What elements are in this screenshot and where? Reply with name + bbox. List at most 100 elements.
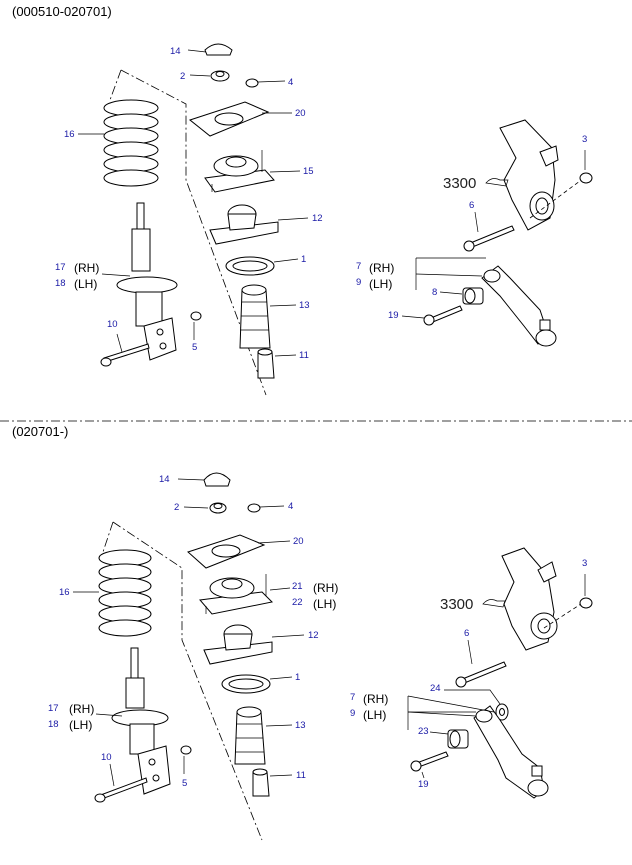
ref-3300: 3300 [443,175,476,192]
label-7-rh: (RH) [369,261,394,275]
label-18-lh-b: (LH) [69,718,92,732]
label-17-rh: (RH) [74,261,99,275]
label-13: 13 [299,300,310,311]
label-14: 14 [170,46,181,57]
bottom-section: 14 2 4 20 16 [48,472,593,841]
label-20-b: 20 [293,536,304,547]
label-17: 17 [55,262,66,273]
label-4-b: 4 [288,501,293,512]
lock-nut-part [209,502,227,514]
insulator-plate-part [187,534,266,569]
bump-stopper-part [257,348,275,379]
label-10: 10 [107,319,118,330]
arm-washer-part [495,703,509,721]
bearing-ring-part [225,256,275,276]
steering-knuckle-part [501,547,558,651]
label-21-rh: (RH) [313,581,338,595]
flange-nut-part [247,503,261,513]
knuckle-nut-part [579,172,593,184]
label-16: 16 [64,129,75,140]
dust-boot-part [239,284,271,349]
bushing-part [462,287,484,305]
ref-3300-b: 3300 [440,596,473,613]
lock-nut-part [210,70,230,82]
label-2-b: 2 [174,502,179,513]
section-header-top: (000510-020701) [12,4,112,19]
label-18: 18 [55,278,66,289]
strut-assembly-part [111,647,171,795]
knuckle-bolt-part [463,225,515,252]
label-9: 9 [356,277,361,288]
label-13-b: 13 [295,720,306,731]
label-17-rh-b: (RH) [69,702,94,716]
strut-mount-part [199,574,274,615]
label-10-b: 10 [101,752,112,763]
label-3-b: 3 [582,558,587,569]
label-21-b: 21 [292,581,303,592]
label-1: 1 [301,254,306,265]
strut-bolt-part [94,777,148,803]
strut-assembly-part [116,202,178,361]
label-16-b: 16 [59,587,70,598]
label-7-rh-b: (RH) [363,692,388,706]
bump-stopper-part [252,768,270,797]
dust-cap-part [203,472,231,487]
label-18-lh: (LH) [74,277,97,291]
label-20: 20 [295,108,306,119]
label-12-b: 12 [308,630,319,641]
label-11-b: 11 [296,770,306,781]
arm-bolt-part [410,751,449,772]
assembly-outline-bottom [112,521,263,841]
label-5: 5 [192,342,197,353]
label-7: 7 [356,261,361,272]
bearing-ring-part [221,674,271,694]
dust-cap-part [204,43,233,56]
label-6-b: 6 [464,628,469,639]
label-15: 15 [303,166,314,177]
label-9-b: 9 [350,708,355,719]
label-5-b: 5 [182,778,187,789]
dust-boot-part [234,706,266,765]
strut-mount-part [204,150,275,193]
label-1-b: 1 [295,672,300,683]
lower-arm-part [473,705,549,799]
top-section: 14 2 4 20 16 [55,43,593,396]
label-12: 12 [312,213,323,224]
label-14-b: 14 [159,474,170,485]
label-9-lh: (LH) [369,277,392,291]
spring-seat-part [209,204,279,245]
label-3: 3 [582,134,587,145]
label-22-b: 22 [292,597,303,608]
label-2: 2 [180,71,185,82]
label-11: 11 [299,350,309,361]
coil-spring-part [98,549,152,637]
label-23-b: 23 [418,726,429,737]
label-6: 6 [469,200,474,211]
spring-seat-part [203,624,273,665]
steering-knuckle-part [499,119,559,231]
strut-nut-part [190,311,202,321]
label-22-lh: (LH) [313,597,336,611]
strut-nut-part [180,745,192,755]
label-19-b: 19 [418,779,429,790]
label-8: 8 [432,287,437,298]
flange-nut-part [245,78,259,88]
knuckle-nut-part [579,597,593,609]
bushing-part [447,729,469,749]
label-17-b: 17 [48,703,59,714]
assembly-outline [120,69,267,396]
label-4: 4 [288,77,293,88]
coil-spring-part [103,99,159,187]
section-header-bottom: (020701-) [12,424,68,439]
label-7-b: 7 [350,692,355,703]
label-18-b: 18 [48,719,59,730]
strut-bolt-part [100,343,150,367]
arm-bolt-part [423,305,463,326]
label-19: 19 [388,310,399,321]
lower-arm-part [481,265,557,347]
label-24-b: 24 [430,683,441,694]
insulator-plate-part [188,101,270,137]
label-9-lh-b: (LH) [363,708,386,722]
knuckle-bolt-part [455,661,507,688]
